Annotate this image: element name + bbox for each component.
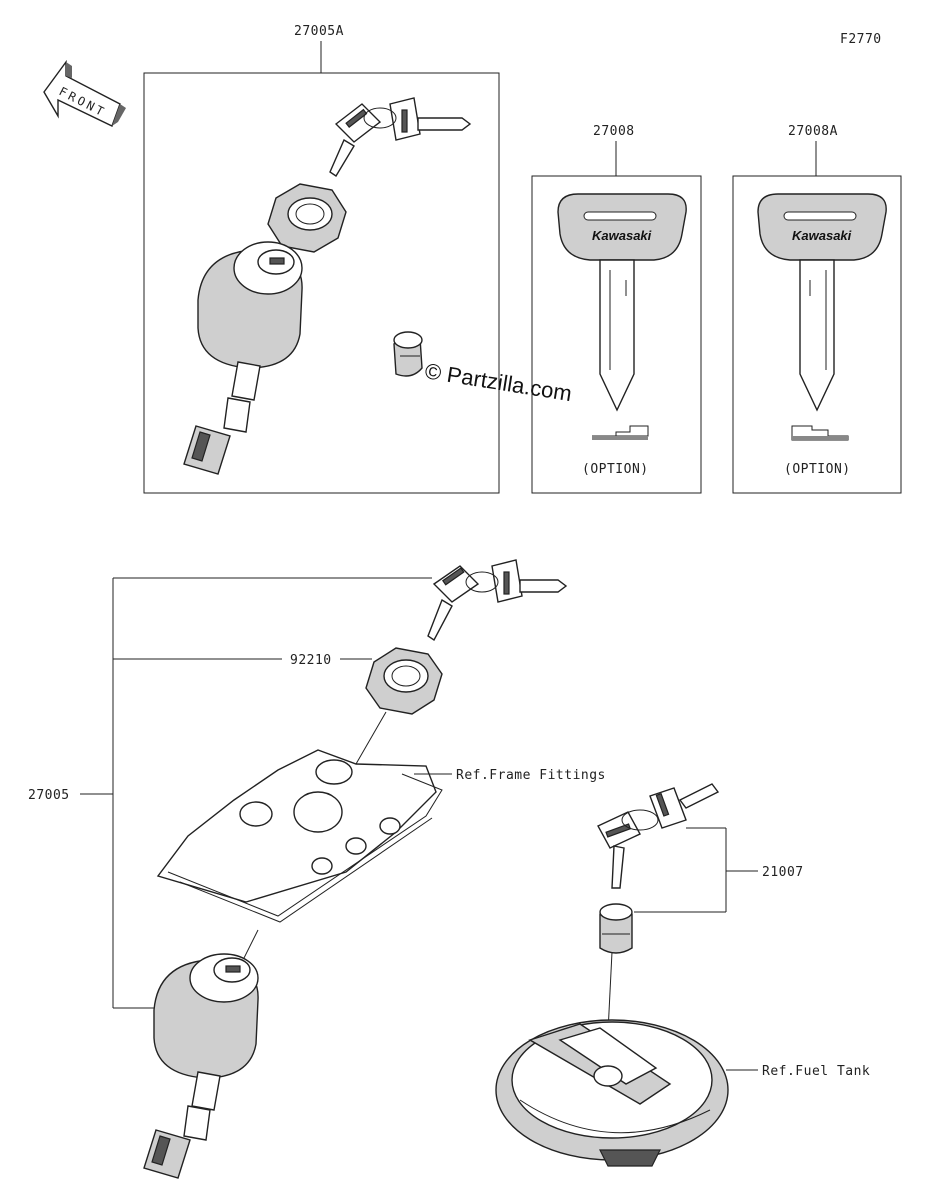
- watermark: © Partzilla.com: [423, 358, 573, 406]
- label-27005a: 27005A: [294, 24, 344, 39]
- ignition-switch-icon: [143, 953, 259, 1179]
- option-label-27008a: (OPTION): [784, 462, 851, 477]
- figure-code: F2770: [840, 32, 882, 47]
- ref-fuel-tank: Ref.Fuel Tank: [762, 1064, 870, 1079]
- ignition-switch-icon: [183, 241, 303, 475]
- label-27005: 27005: [28, 788, 70, 803]
- option-label-27008: (OPTION): [582, 462, 649, 477]
- label-27008a: 27008A: [788, 124, 838, 139]
- bracket-27005: [80, 577, 432, 1009]
- key-brand-27008: Kawasaki: [592, 228, 652, 243]
- fuel-cap-icon: [495, 1019, 729, 1167]
- label-27008: 27008: [593, 124, 635, 139]
- bracket-21007: [634, 827, 758, 913]
- key-brand-27008a: Kawasaki: [792, 228, 852, 243]
- key-cut-profile-icon: [592, 425, 649, 440]
- ref-frame-fittings: Ref.Frame Fittings: [456, 768, 606, 783]
- key-pair-icon: [597, 783, 720, 889]
- label-21007: 21007: [762, 865, 804, 880]
- nut-icon: [365, 647, 443, 715]
- key-pair-icon: [329, 97, 472, 177]
- key-cut-profile-icon: [791, 425, 849, 441]
- kawasaki-key-blank-icon: Kawasaki: [557, 193, 687, 412]
- front-arrow-icon: FRONT: [43, 59, 126, 127]
- box-27008a: [732, 175, 902, 494]
- box-27008: [531, 175, 702, 494]
- nut-icon: [267, 183, 347, 253]
- box-27005a: [143, 72, 500, 494]
- kawasaki-key-blank-icon: Kawasaki: [757, 193, 887, 412]
- key-pair-icon: [427, 559, 568, 642]
- lock-cylinder-icon: [393, 331, 423, 377]
- lock-cylinder-icon: [599, 903, 633, 954]
- label-92210: 92210: [290, 653, 332, 668]
- frame-fitting-icon: [156, 749, 443, 923]
